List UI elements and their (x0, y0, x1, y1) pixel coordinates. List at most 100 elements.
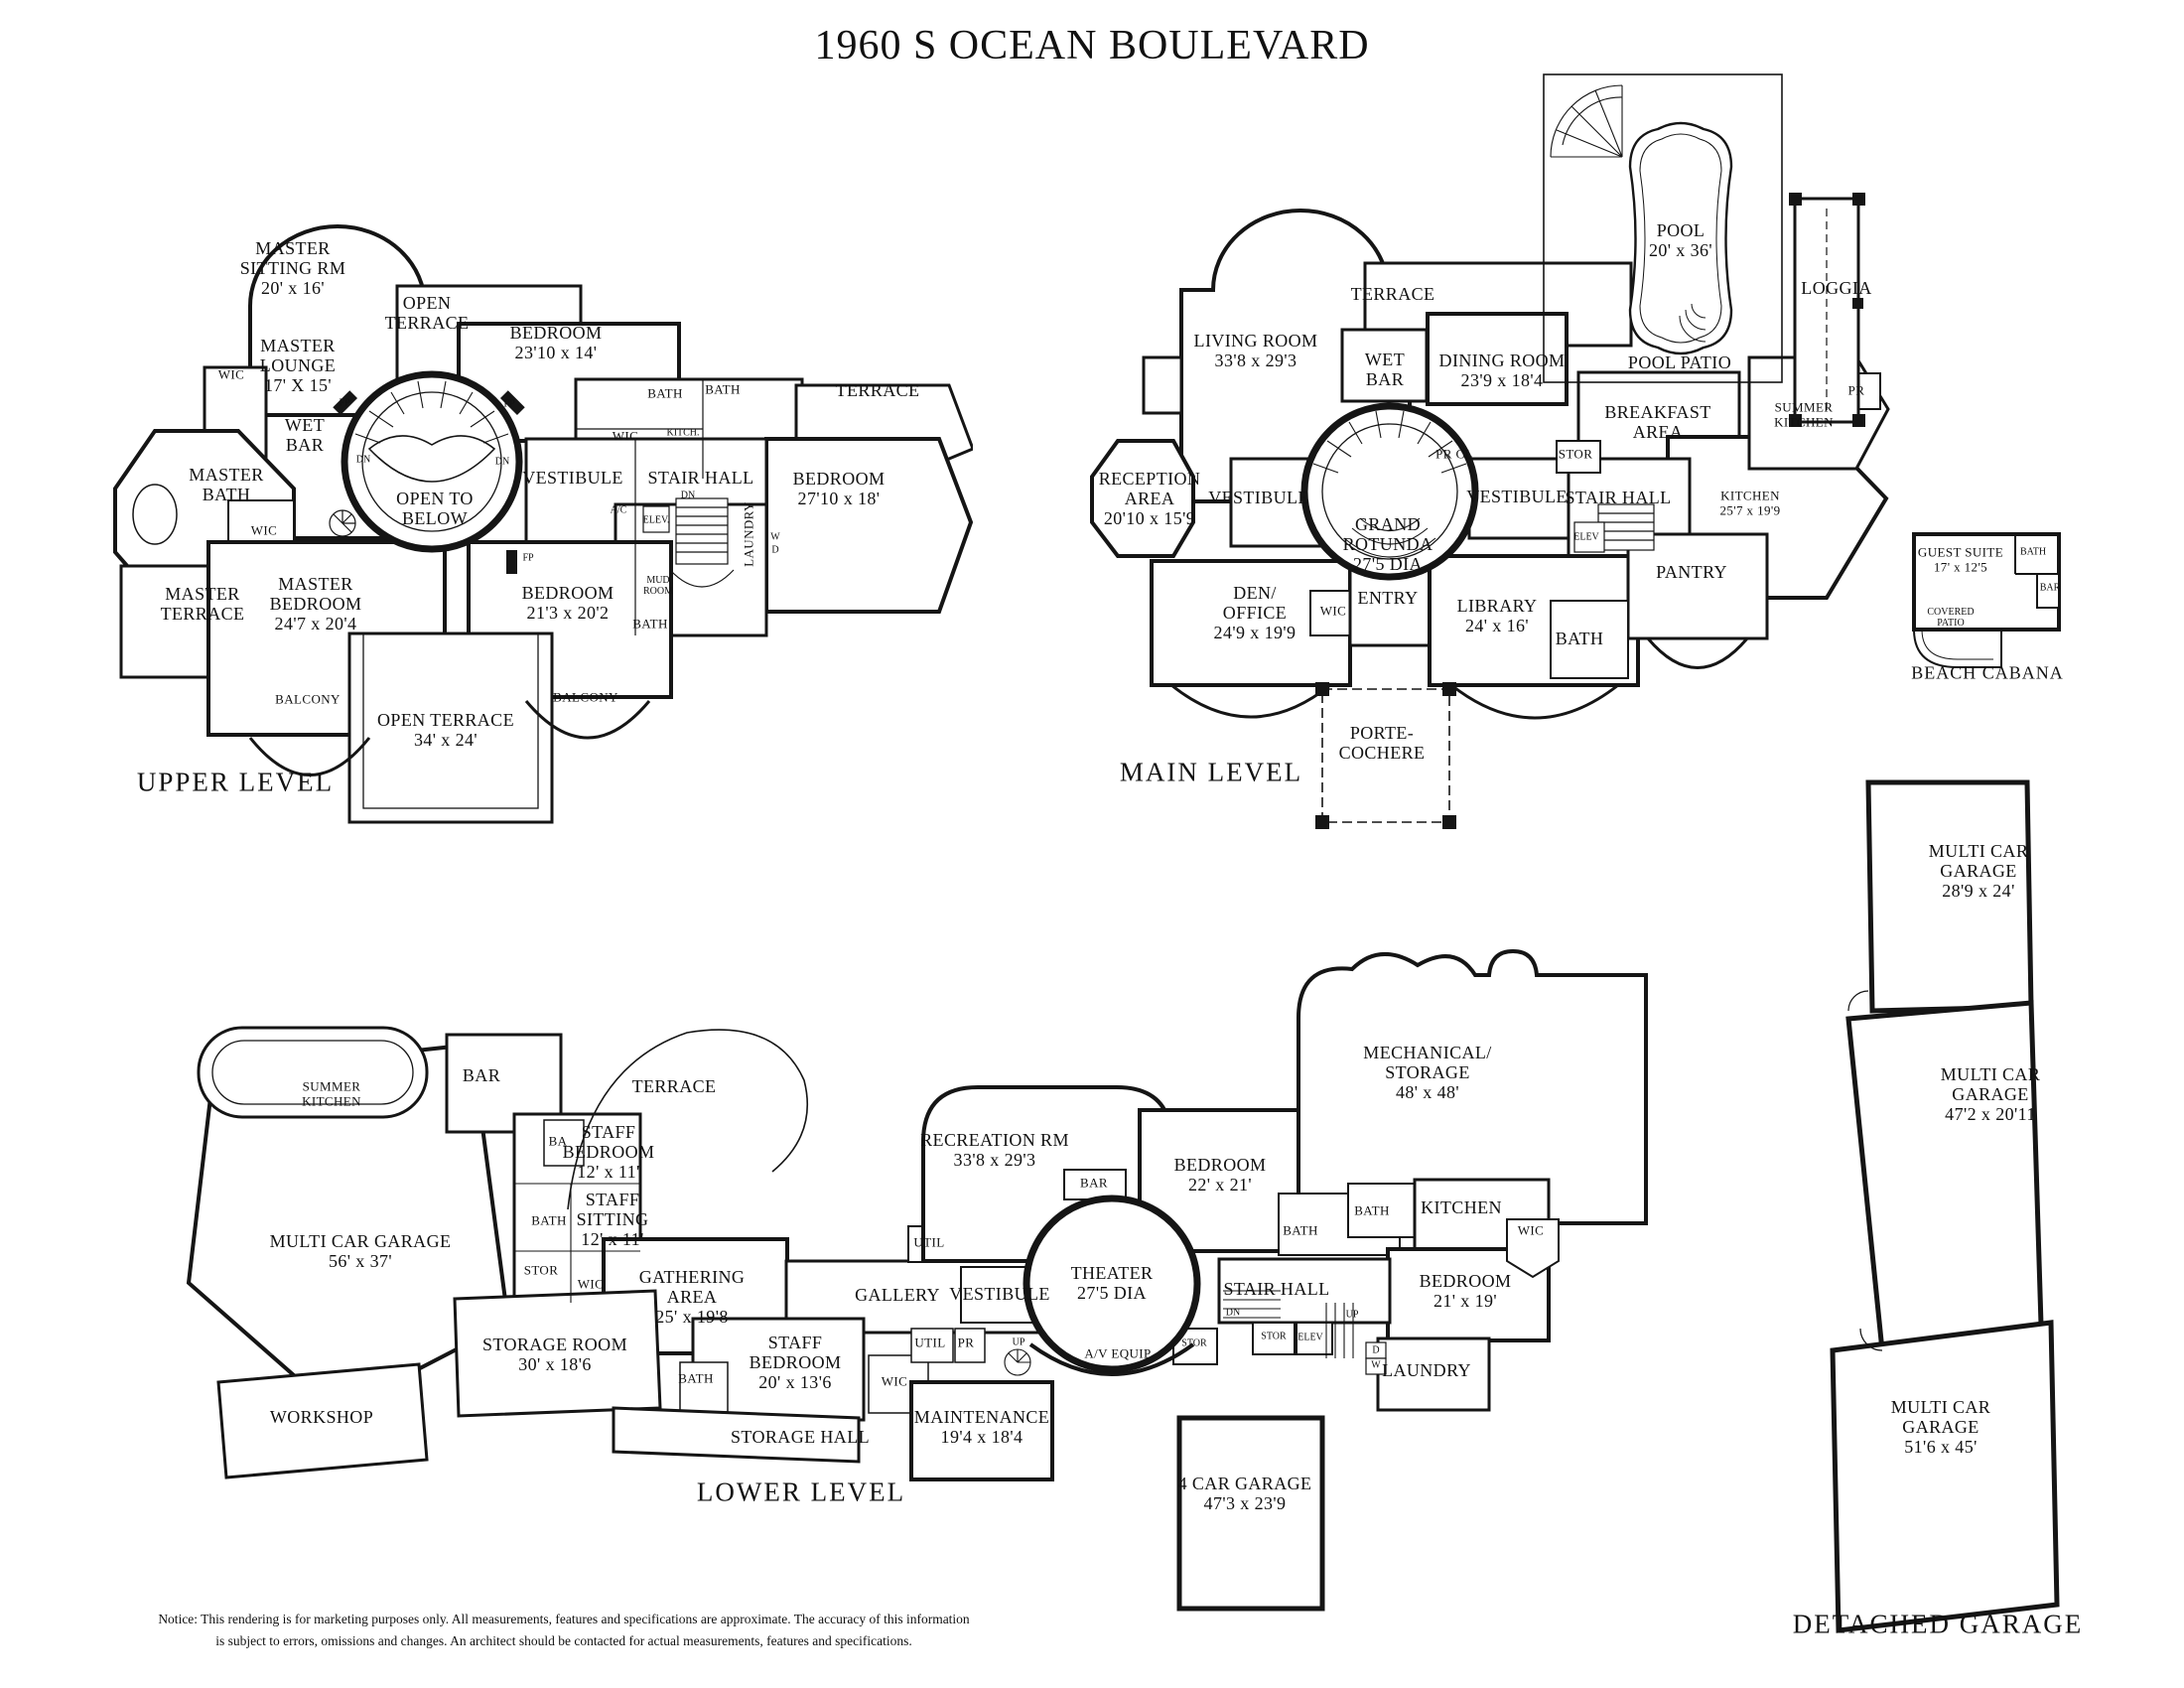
room-label-wet-bar: WET BAR (285, 415, 325, 455)
room-name: DN (355, 454, 371, 466)
room-name: UTIL (913, 1234, 945, 1250)
room-name: LIVING ROOM (1193, 330, 1318, 351)
room-name: WIC (612, 428, 639, 444)
room-name: UP (1345, 1309, 1359, 1321)
pool-patio-outline (1543, 73, 1783, 383)
room-name: MUD ROOM (642, 574, 674, 597)
room-name: PR (1847, 382, 1865, 398)
room-name: UTIL (914, 1335, 946, 1350)
room-label-laundry: LAUNDRY (742, 501, 757, 567)
room-name: PANTRY (1656, 561, 1727, 582)
room-name: MULTI CAR GARAGE (1928, 840, 2029, 881)
plan-label-detached-garage: DETACHED GARAGE (1792, 1609, 2084, 1639)
room-dims: 56' x 37' (328, 1251, 393, 1271)
page-title: 1960 S OCEAN BOULEVARD (814, 23, 1370, 69)
room-name: STOR (1558, 446, 1593, 462)
room-label-stair-hall: STAIR HALL (1565, 488, 1671, 507)
room-name: BEDROOM (509, 322, 603, 343)
fireplace-boxes (333, 390, 525, 574)
room-label-gallery: GALLERY (855, 1285, 940, 1305)
room-name: VESTIBULE (949, 1283, 1050, 1304)
room-name: PORTE- COCHERE (1338, 722, 1426, 763)
room-name: WIC (217, 366, 245, 382)
room-label-kitch: KITCH. (666, 427, 699, 438)
room-label-stor: STOR (1261, 1331, 1286, 1341)
room-dims: 17' x 12'5 (1933, 559, 1988, 574)
room-label-a-v-equip: A/V EQUIP (1084, 1346, 1151, 1362)
room-name: OPEN TERRACE (384, 292, 470, 333)
room-label-wic: WIC (882, 1374, 907, 1390)
room-name: WORKSHOP (269, 1406, 374, 1427)
room-name: BATH (632, 616, 668, 632)
room-dims: 21'3 x 20'2 (526, 603, 610, 623)
room-name: ENTRY (1357, 587, 1419, 608)
room-dims: 27'5 DIA (1077, 1283, 1147, 1303)
room-dims: 23'10 x 14' (514, 343, 598, 362)
room-name: TERRACE (1350, 283, 1435, 304)
room-dims: 30' x 18'6 (518, 1354, 592, 1374)
plan-label-upper-level: UPPER LEVEL (136, 767, 335, 797)
room-label-bath: BATH (678, 1371, 714, 1387)
room-dims: 48' x 48' (1395, 1082, 1460, 1103)
room-label-wic: WIC (1320, 604, 1346, 620)
room-label-workshop: WORKSHOP (270, 1407, 373, 1427)
room-name: MULTI CAR GARAGE (1940, 1063, 2041, 1104)
room-name: LOGGIA (1801, 277, 1872, 298)
lower-level-walls (186, 948, 1648, 1612)
room-name: GATHERING AREA (638, 1266, 746, 1307)
room-name: MAINTENANCE (913, 1406, 1050, 1427)
room-label-w: W (770, 531, 779, 542)
room-name: BATH (1354, 1202, 1390, 1218)
room-label-stor: STOR (1181, 1337, 1206, 1348)
room-label-vestibule: VESTIBULE (1208, 488, 1309, 507)
stair-glyphs (329, 379, 735, 635)
room-label-mud-room: MUD ROOM (643, 575, 673, 597)
room-name: STAIR HALL (1565, 487, 1672, 507)
room-dims: 47'2 x 20'11 (1945, 1104, 2036, 1125)
room-name: KITCHEN (1421, 1196, 1502, 1217)
room-dims: 24' x 16' (1464, 616, 1530, 635)
room-dims: 12' x 11' (577, 1162, 640, 1183)
room-name: BEDROOM (1173, 1154, 1267, 1175)
room-label-util: UTIL (914, 1336, 945, 1351)
room-label-bath: BATH (1283, 1223, 1318, 1239)
room-name: OPEN TERRACE (377, 709, 514, 730)
room-name: MASTER BEDROOM (269, 573, 362, 614)
room-label-elev: ELEV. (643, 514, 670, 525)
room-dims: 25' x 19'8 (655, 1307, 729, 1328)
room-name: BREAKFAST AREA (1604, 401, 1711, 442)
room-label-bath: BATH (2020, 546, 2046, 557)
room-name: BALCONY (275, 691, 341, 707)
room-name: THEATER (1070, 1262, 1154, 1283)
room-name: PR (957, 1335, 975, 1350)
room-name: BATH (531, 1212, 567, 1228)
room-label-elev: ELEV (1573, 531, 1599, 542)
room-dims: 51'6 x 45' (1904, 1437, 1978, 1458)
room-label-wet-bar: WET BAR (1365, 350, 1405, 389)
room-name: BEDROOM (1419, 1270, 1512, 1291)
room-name: KITCHEN (1720, 488, 1780, 503)
room-name: STAIR HALL (647, 467, 754, 488)
room-name: RECREATION RM (920, 1129, 1069, 1150)
room-name: TERRACE (631, 1075, 717, 1096)
room-name: W (770, 531, 780, 543)
room-label-pantry: PANTRY (1656, 562, 1727, 582)
room-label-pr: PR (958, 1336, 975, 1351)
room-name: STAIR HALL (1223, 1278, 1330, 1299)
room-name: LIBRARY (1456, 595, 1538, 616)
room-label-loggia: LOGGIA (1801, 278, 1871, 298)
